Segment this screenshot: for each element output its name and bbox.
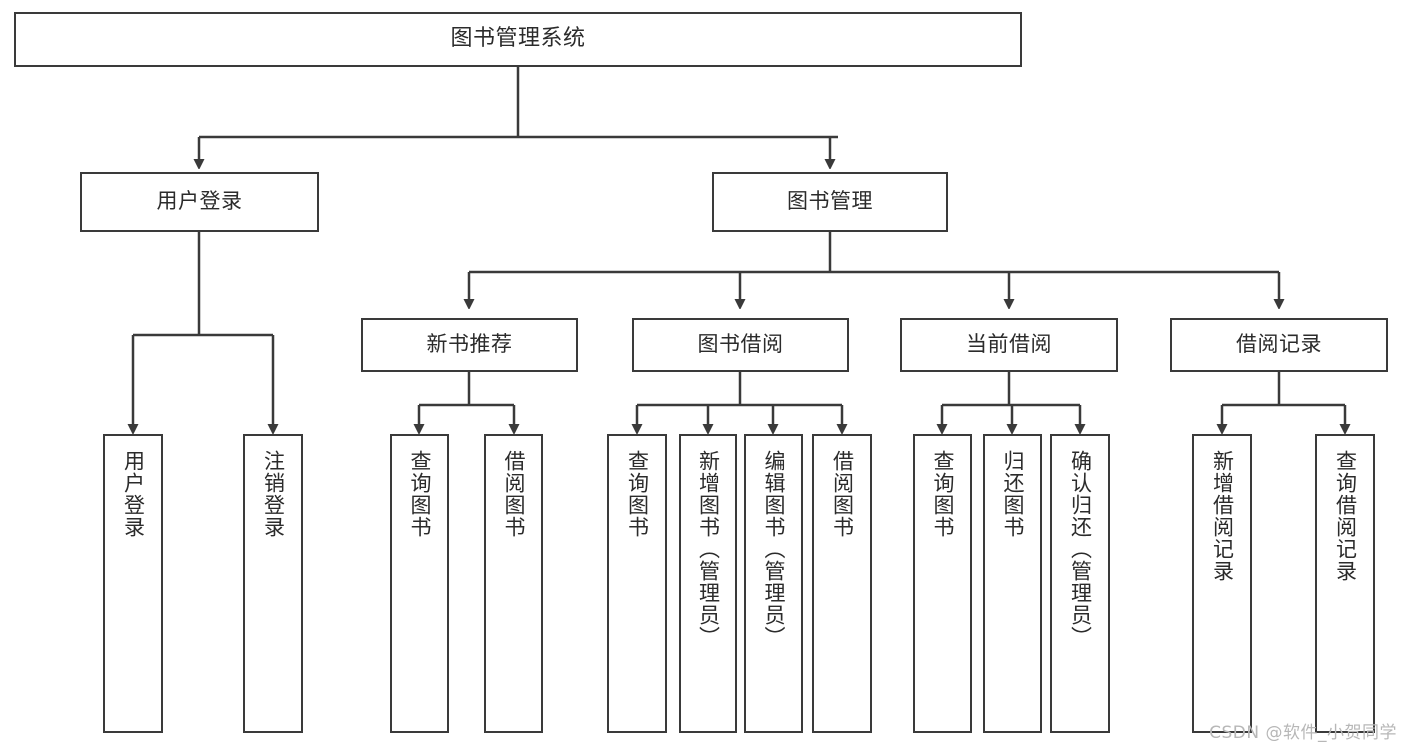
- node-book-management[interactable]: 图书管理: [712, 172, 948, 232]
- node-label: 当前借阅: [966, 332, 1052, 357]
- leaf-label: 确认归还（管理员）: [1068, 450, 1093, 648]
- leaf-return-book[interactable]: 归还图书: [983, 434, 1042, 733]
- node-label: 图书管理系统: [450, 26, 586, 52]
- leaf-edit-book-admin[interactable]: 编辑图书（管理员）: [744, 434, 803, 733]
- leaf-query-book-borrow[interactable]: 查询图书: [607, 434, 667, 733]
- node-user-login[interactable]: 用户登录: [80, 172, 319, 232]
- leaf-label: 注销登录: [261, 450, 286, 538]
- leaf-borrow-book[interactable]: 借阅图书: [812, 434, 872, 733]
- node-book-borrow[interactable]: 图书借阅: [632, 318, 849, 372]
- node-label: 图书借阅: [697, 332, 784, 357]
- leaf-label: 查询图书: [407, 450, 432, 538]
- leaf-label: 编辑图书（管理员）: [761, 450, 786, 648]
- leaf-query-book-current[interactable]: 查询图书: [913, 434, 972, 733]
- node-label: 图书管理: [787, 189, 873, 214]
- leaf-add-borrow-record[interactable]: 新增借阅记录: [1192, 434, 1252, 733]
- leaf-query-book-recommend[interactable]: 查询图书: [390, 434, 449, 733]
- leaf-confirm-return-admin[interactable]: 确认归还（管理员）: [1050, 434, 1110, 733]
- leaf-label: 新增借阅记录: [1210, 450, 1235, 582]
- leaf-label: 查询图书: [930, 450, 955, 538]
- node-root-book-management-system[interactable]: 图书管理系统: [14, 12, 1022, 67]
- leaf-logout-login[interactable]: 注销登录: [243, 434, 303, 733]
- leaf-label: 借阅图书: [830, 450, 855, 538]
- leaf-label: 用户登录: [121, 450, 146, 538]
- leaf-label: 借阅图书: [501, 450, 526, 538]
- node-new-book-recommend[interactable]: 新书推荐: [361, 318, 578, 372]
- leaf-label: 归还图书: [1000, 450, 1025, 538]
- leaf-add-book-admin[interactable]: 新增图书（管理员）: [679, 434, 737, 733]
- node-label: 新书推荐: [426, 332, 513, 357]
- leaf-label: 查询图书: [625, 450, 650, 538]
- leaf-user-login[interactable]: 用户登录: [103, 434, 163, 733]
- node-label: 借阅记录: [1236, 332, 1322, 357]
- node-borrow-record[interactable]: 借阅记录: [1170, 318, 1388, 372]
- leaf-query-borrow-record[interactable]: 查询借阅记录: [1315, 434, 1375, 733]
- watermark: CSDN @软件_小贺同学: [1209, 723, 1397, 743]
- node-current-borrow[interactable]: 当前借阅: [900, 318, 1118, 372]
- leaf-label: 查询借阅记录: [1333, 450, 1358, 582]
- leaf-borrow-book-recommend[interactable]: 借阅图书: [484, 434, 543, 733]
- leaf-label: 新增图书（管理员）: [696, 450, 721, 648]
- node-label: 用户登录: [156, 189, 243, 214]
